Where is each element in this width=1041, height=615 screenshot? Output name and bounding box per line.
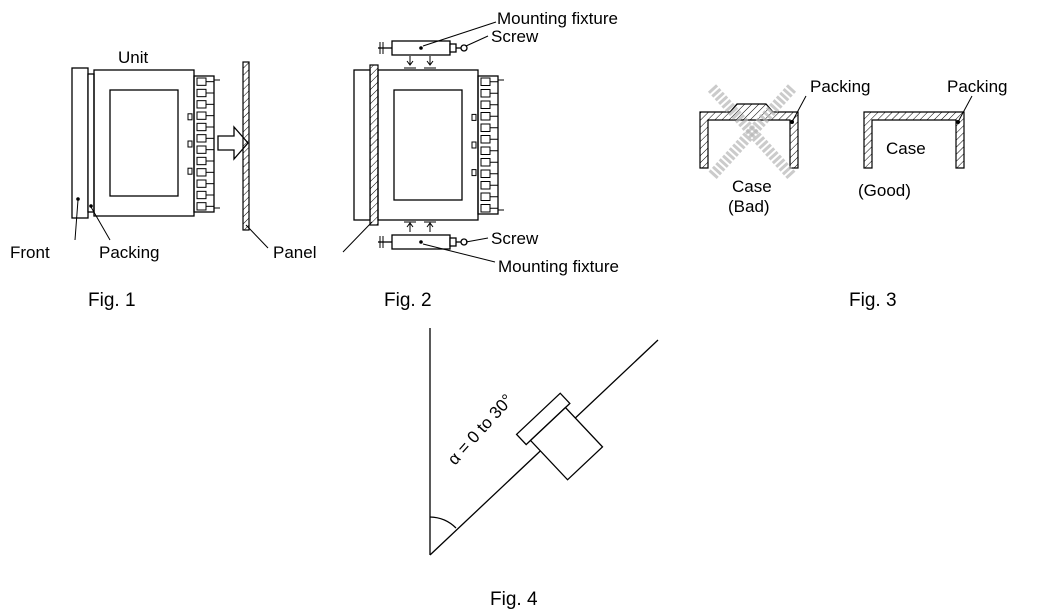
fig2-screw-bottom-label: Screw	[491, 229, 539, 248]
fig2-terminal-block	[471, 75, 504, 215]
fig2-mounting-fixture-top-label: Mounting fixture	[497, 9, 618, 28]
fig2-screw-top-leader	[465, 35, 489, 47]
fig3-caption: Fig. 3	[849, 290, 897, 311]
fig3-good-packing-label: Packing	[947, 77, 1007, 96]
fig2-panel-leader	[342, 221, 373, 253]
fig2-screw-top-label: Screw	[491, 27, 539, 46]
fig4-angle-arc	[429, 516, 457, 529]
fig1-front-bezel	[71, 67, 89, 219]
fig3-good-packing-leader	[957, 95, 973, 123]
fig1-caption: Fig. 1	[88, 290, 136, 311]
fig3-bad-case-shape	[699, 103, 799, 169]
fig1-packing-label: Packing	[99, 243, 159, 262]
fig1-packing-dot	[89, 204, 93, 208]
fig3-good-case-label: Case	[886, 139, 926, 158]
fig1-packing-strip	[87, 73, 95, 213]
fig1-front-dot	[76, 197, 80, 201]
fig2-fixture-bottom-leader	[422, 243, 496, 263]
fig1-group: Unit Front Packing Fig. 1	[10, 48, 250, 311]
fig2-case-body	[377, 69, 479, 221]
fig2-front-bezel	[353, 69, 371, 221]
fig1-insert-arrow-icon	[217, 125, 249, 161]
fig3-bad-packing-leader	[791, 95, 807, 123]
fig3-bad-case-label: Case	[732, 177, 772, 196]
fig2-fixture-top-leader	[422, 21, 497, 47]
fig1-front-leader	[74, 199, 79, 241]
fig1-case-body	[93, 69, 195, 217]
fig1-panel-leader	[245, 224, 269, 249]
fig2-display-window	[393, 89, 463, 201]
fig2-top-fixture	[378, 40, 468, 69]
fig3-group: Packing Case (Bad) Packing Case (Good) F…	[699, 77, 1007, 311]
fig2-screw-bottom-leader	[465, 237, 489, 243]
fig4-caption: Fig. 4	[490, 589, 538, 610]
fig4-angle-label: α = 0 to 30°	[444, 391, 517, 469]
fig1-terminal-block	[187, 75, 220, 213]
fig3-bad-packing-label: Packing	[810, 77, 870, 96]
fig1-unit-label: Unit	[118, 48, 149, 67]
fig2-caption: Fig. 2	[384, 290, 432, 311]
fig1-display-window	[109, 89, 179, 197]
fig4-unit-body	[529, 406, 604, 481]
fig2-group: Mounting fixture Screw Panel Screw Mount…	[245, 9, 619, 311]
fig2-panel	[369, 64, 379, 226]
fig3-good-status-label: (Good)	[858, 181, 911, 200]
fig1-panel	[242, 61, 250, 231]
fig1-front-label: Front	[10, 243, 50, 262]
fig4-group: α = 0 to 30° Fig. 4	[429, 328, 659, 610]
fig2-mounting-fixture-bottom-label: Mounting fixture	[498, 257, 619, 276]
fig2-panel-label: Panel	[273, 243, 316, 262]
fig4-unit-on-surface	[515, 392, 604, 481]
fig2-bottom-fixture	[378, 221, 468, 250]
fig3-good-case-shape	[863, 111, 965, 169]
fig1-packing-leader	[90, 206, 111, 241]
fig3-bad-status-label: (Bad)	[728, 197, 770, 216]
